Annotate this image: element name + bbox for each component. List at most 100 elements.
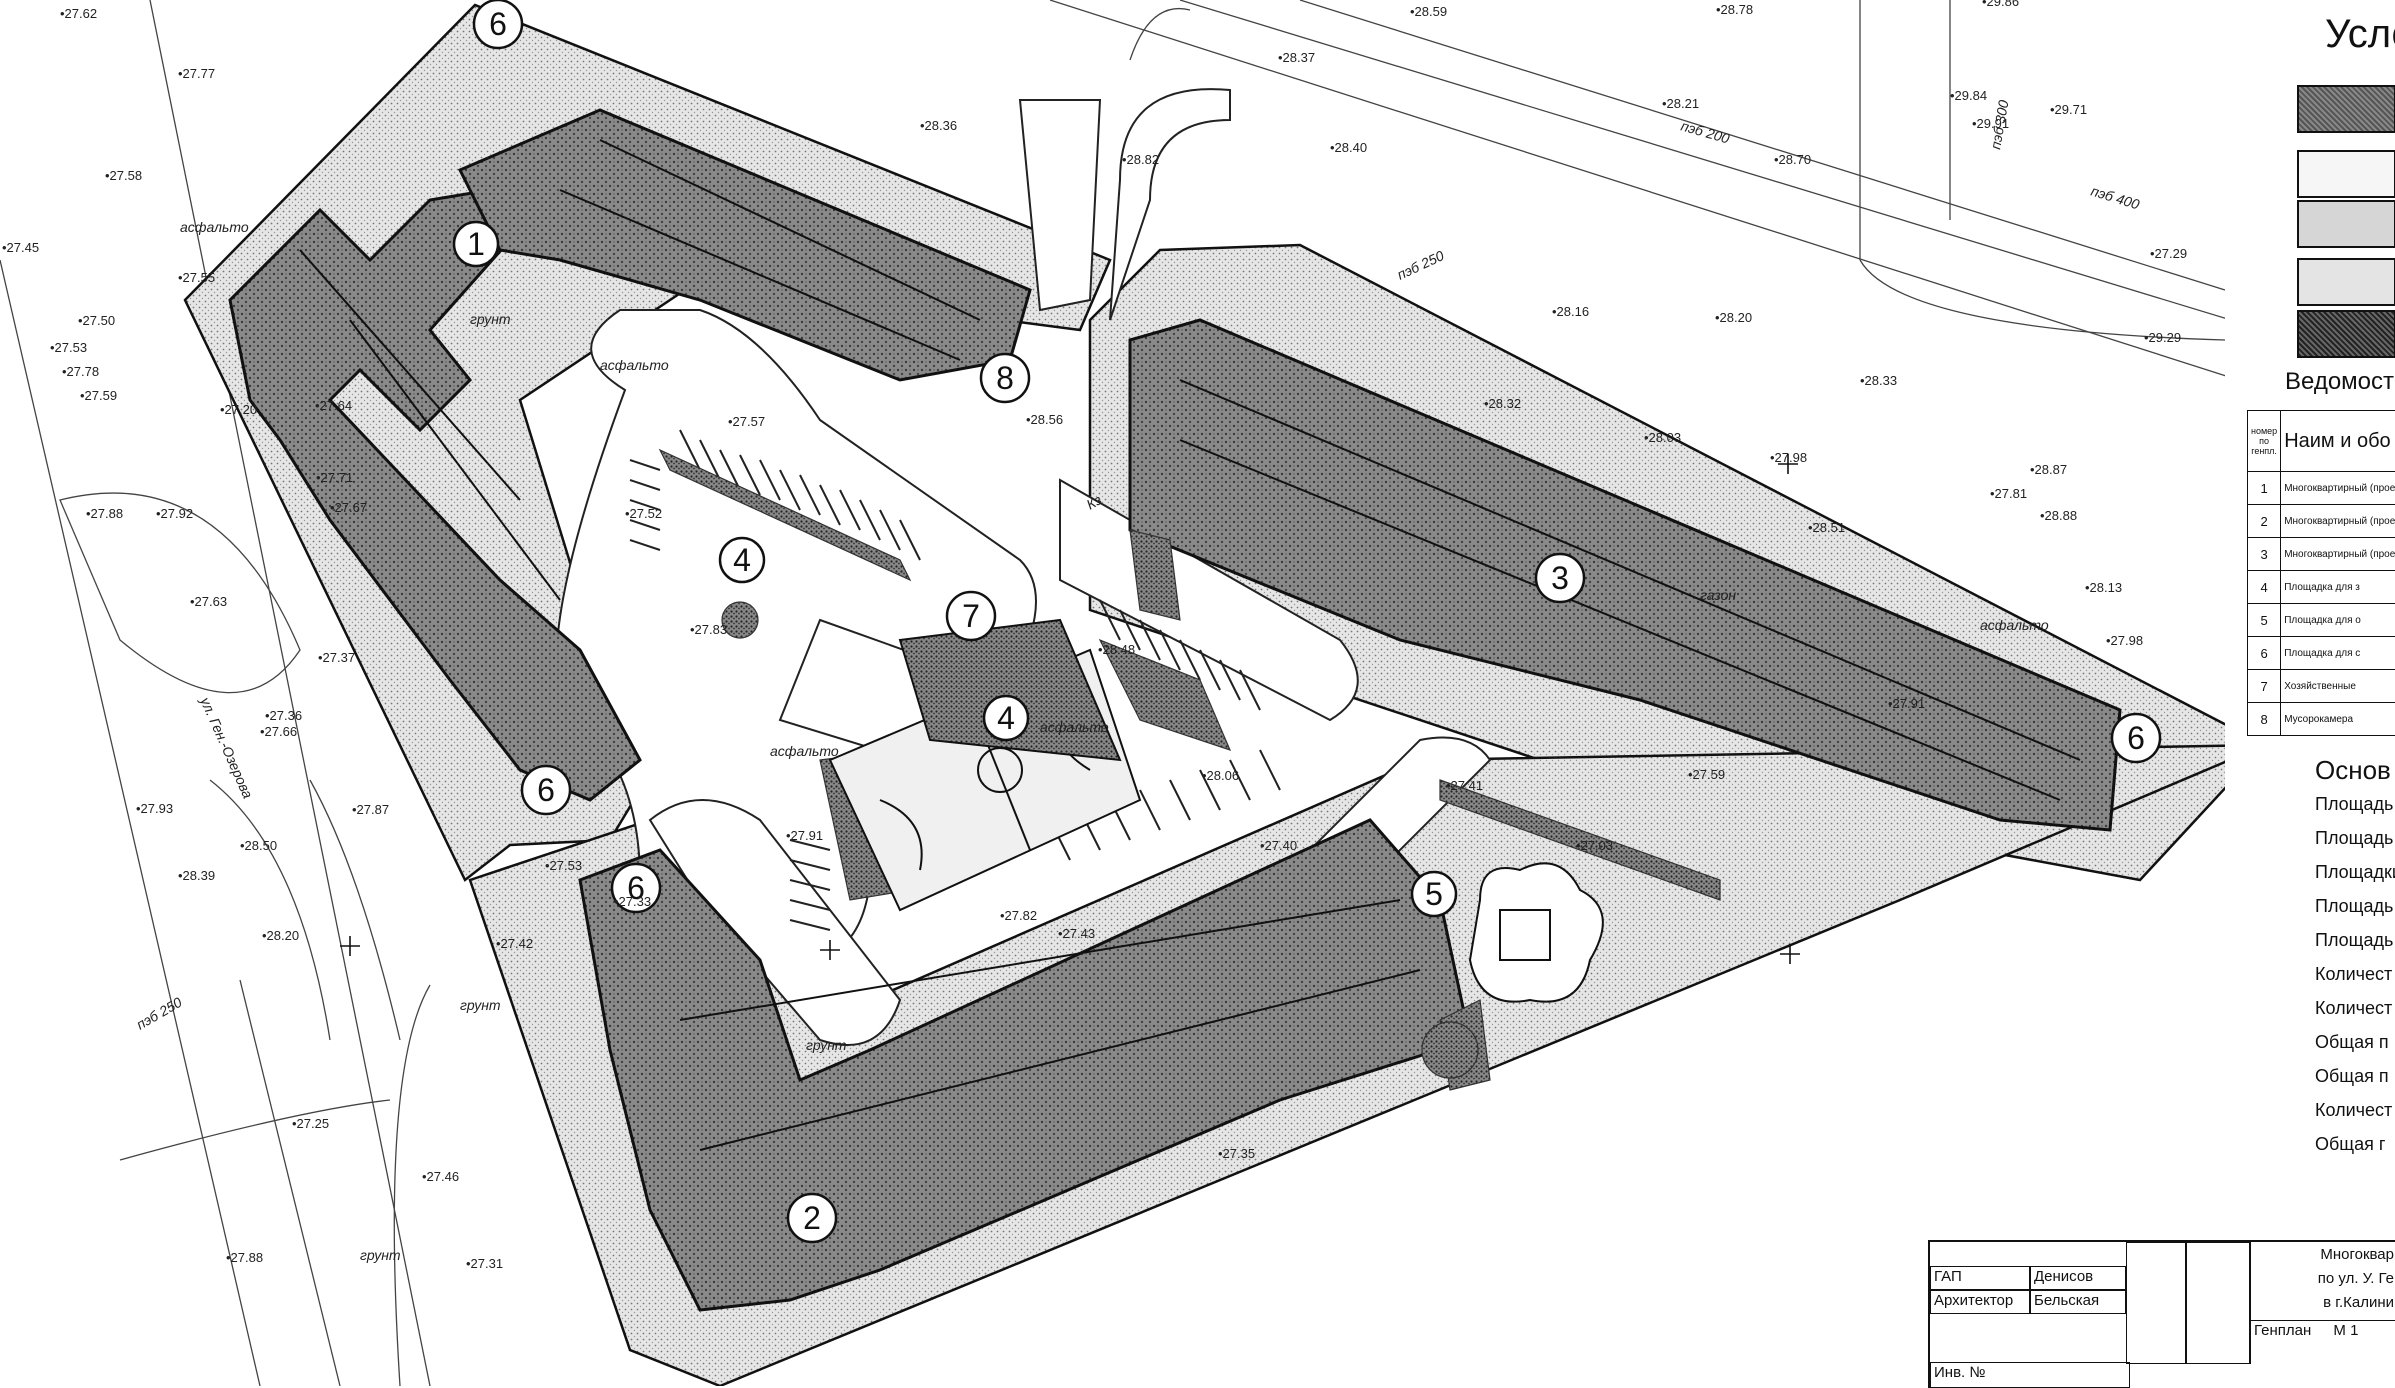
elevation-mark: •27.52 (625, 506, 662, 521)
marker-3: 3 (1534, 552, 1586, 604)
stamp-sheet: Генплан М 1 (2250, 1320, 2395, 1364)
osn-row: Площадки (2315, 862, 2395, 882)
elevation-mark: •27.53 (545, 858, 582, 873)
label-grunt-3: грунт (360, 1247, 401, 1263)
elevation-mark: •27.31 (466, 1256, 503, 1271)
svg-text:5: 5 (1425, 876, 1443, 912)
elevation-mark: •28.20 (262, 928, 299, 943)
marker-2: 2 (786, 1192, 838, 1244)
elevation-mark: •27.41 (1446, 778, 1483, 793)
elevation-mark: •28.16 (1552, 304, 1589, 319)
elevation-mark: •29.71 (2050, 102, 2087, 117)
osn-row: Площадь (2315, 896, 2394, 916)
elevation-mark: •27.57 (728, 414, 765, 429)
elevation-mark: •27.78 (62, 364, 99, 379)
elevation-mark: •28.32 (1484, 396, 1521, 411)
elevation-mark: •28.82 (1122, 152, 1159, 167)
marker-4b: 4 (982, 694, 1030, 742)
stamp-title-3: в г.Калини (2323, 1294, 2394, 1311)
row-name: Многоквартирный (проектируемый (2280, 537, 2395, 571)
building-1-west-wing (228, 188, 642, 802)
elevation-mark: •27.33 (614, 894, 651, 909)
elevation-mark: •27.87 (352, 802, 389, 817)
elevation-marks: •27.62•27.77•27.58•27.45•27.55•27.50•27.… (2, 0, 2187, 1271)
elevation-mark: •28.70 (1774, 152, 1811, 167)
svg-text:6: 6 (489, 6, 507, 42)
elevation-mark: •27.03 (1576, 838, 1613, 853)
svg-text:3: 3 (1551, 560, 1569, 596)
vedomost-title: Ведомост (2285, 368, 2395, 395)
elevation-mark: •27.67 (330, 500, 367, 515)
elevation-mark: •27.59 (80, 388, 117, 403)
svg-text:6: 6 (2127, 720, 2145, 756)
elevation-mark: •27.53 (50, 340, 87, 355)
elevation-mark: •27.64 (315, 398, 352, 413)
elevation-mark: •27.88 (226, 1250, 263, 1265)
row-num: 3 (2246, 537, 2282, 571)
osn-row: Площадь (2315, 930, 2394, 950)
elevation-mark: •28.03 (1644, 430, 1681, 445)
stamp-arch-name: Бельская (2030, 1290, 2126, 1314)
marker-8: 8 (979, 352, 1031, 404)
stamp-title-1: Многоквар (2320, 1246, 2394, 1263)
elevation-mark: •27.36 (265, 708, 302, 723)
stamp-cell (2126, 1242, 2186, 1364)
elevation-mark: •28.59 (1410, 4, 1447, 19)
elevation-mark: •28.37 (1278, 50, 1315, 65)
row-num: 1 (2246, 471, 2282, 505)
svg-text:6: 6 (627, 870, 645, 906)
title-block: ГАП Денисов Архитектор Бельская Инв. № М… (1928, 1240, 2395, 1388)
marker-6b: 6 (2110, 712, 2162, 764)
row-name: Многоквартирный (проектируемый (2280, 471, 2395, 505)
stamp-gap-name: Денисов (2030, 1266, 2126, 1290)
elevation-mark: •27.25 (292, 1116, 329, 1131)
label-grunt: грунт (470, 311, 511, 327)
stamp-title: Многоквар по ул. У. Ге в г.Калини (2250, 1242, 2395, 1320)
stamp-gap-label: ГАП (1930, 1266, 2030, 1290)
legend-panel: Усло Ведомост номер по генпл. Наим и обо… (2225, 0, 2395, 1240)
label-asphalt-3: асфальто (1040, 719, 1109, 735)
building-3 (1128, 318, 2122, 832)
legend-swatch-green (2297, 310, 2395, 358)
marker-4a: 4 (718, 536, 766, 584)
elevation-mark: •28.78 (1716, 2, 1753, 17)
elevation-mark: •27.42 (496, 936, 533, 951)
elevation-mark: •27.35 (1218, 1146, 1255, 1161)
survey-crosses (340, 454, 1800, 964)
apartment-grid (299, 139, 2081, 1151)
elevation-mark: •27.98 (2106, 633, 2143, 648)
elevation-mark: •27.88 (86, 506, 123, 521)
label-asphalt-4: асфальто (770, 743, 839, 759)
playground-5 (1468, 862, 1604, 1003)
elevation-mark: •27.71 (316, 470, 353, 485)
vedomost-header-name: Наим и обо (2280, 410, 2395, 472)
stamp-cell (2186, 1242, 2250, 1364)
row-num: 6 (2246, 636, 2282, 670)
row-num: 7 (2246, 669, 2282, 703)
row-num: 8 (2246, 702, 2282, 736)
elevation-mark: •27.29 (2150, 246, 2187, 261)
osn-row: Общая п (2315, 1032, 2389, 1052)
elevation-mark: •29.84 (1950, 88, 1987, 103)
label-asphalt-2: асфальто (180, 219, 249, 235)
row-name: Хозяйственные (2280, 669, 2395, 703)
row-num: 4 (2246, 570, 2282, 604)
marker-6c: 6 (520, 764, 572, 816)
legend-swatch-roads (2297, 200, 2395, 248)
elevation-mark: •27.43 (1058, 926, 1095, 941)
elevation-mark: •27.40 (1260, 838, 1297, 853)
label-pipe: пэб 250 (1395, 247, 1447, 283)
elevation-mark: •28.40 (1330, 140, 1367, 155)
label-asphalt-5: асфальто (1980, 617, 2049, 633)
legend-swatch-paving (2297, 150, 2395, 198)
utility-area-7 (898, 618, 1122, 762)
elevation-mark: •27.66 (260, 724, 297, 739)
legend-title: Усло (2325, 12, 2395, 56)
elevation-mark: •28.13 (2085, 580, 2122, 595)
label-grunt-4: грунт (460, 997, 501, 1013)
parking-stripes (629, 429, 1281, 931)
elevation-mark: •27.55 (178, 270, 215, 285)
vedomost-header-num: номер по генпл. (2246, 410, 2282, 472)
